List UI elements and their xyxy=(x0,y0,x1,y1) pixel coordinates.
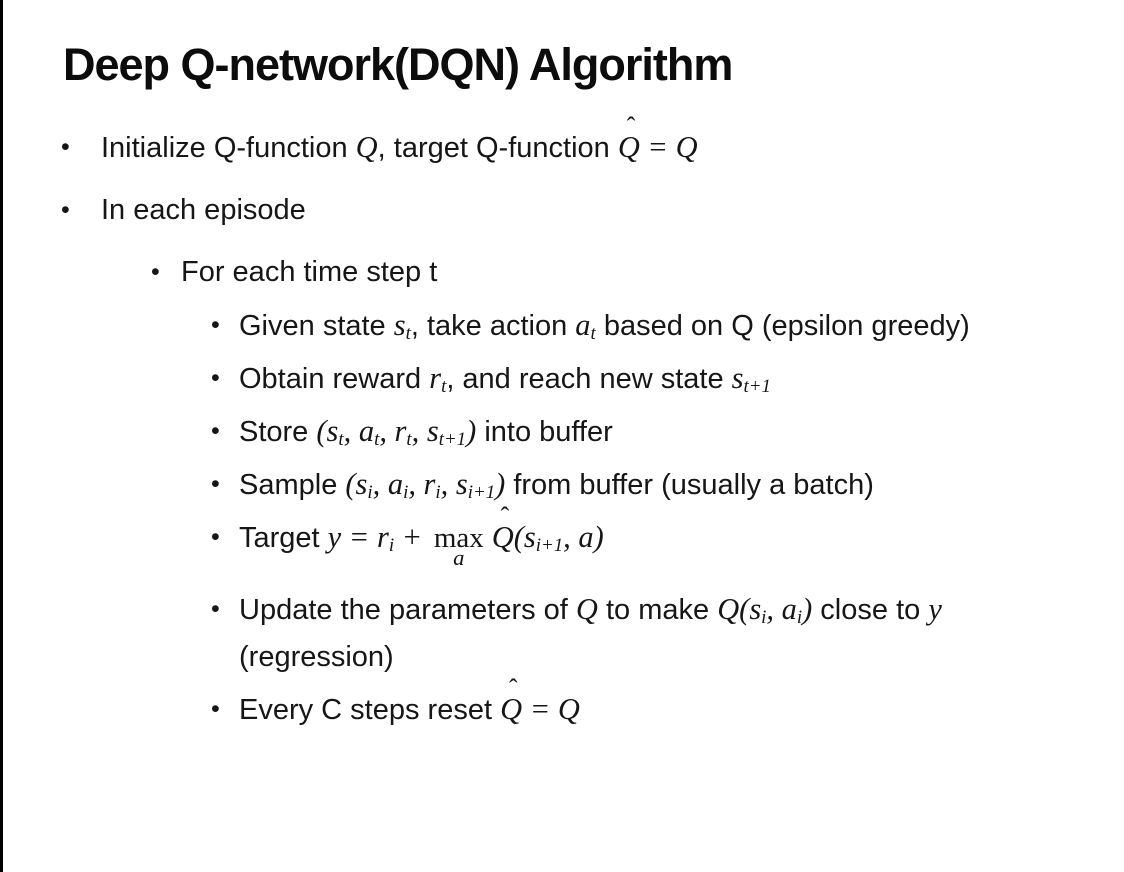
bullet-marker-icon: • xyxy=(211,417,220,446)
math-var-subscript: ri xyxy=(376,520,395,557)
bullet-marker-icon: • xyxy=(211,311,220,340)
math-var-subscript: rt xyxy=(394,414,412,451)
bullet-item: • Initialize Q-function Q, target Q-funct… xyxy=(3,112,1124,172)
bullet-item: • Obtain reward rt, and reach new state s… xyxy=(3,355,1124,403)
math-segment: = Q xyxy=(522,692,580,727)
bullet-text: Store (st, at, rt, st+1) into buffer xyxy=(239,408,613,456)
bullet-item: • Store (st, at, rt, st+1) into buffer xyxy=(3,408,1124,456)
math-segment: = Q xyxy=(639,130,698,165)
hat-accent: ˆ xyxy=(508,674,518,704)
math-segment: , xyxy=(766,592,782,627)
bullet-marker-icon: • xyxy=(211,523,220,552)
math-segment: , a) xyxy=(563,520,604,555)
math-segment: ) xyxy=(466,414,477,449)
bullet-marker-icon: • xyxy=(211,364,220,393)
bullet-item: • Given state st, take action at based on… xyxy=(3,302,1124,350)
math-segment: , xyxy=(343,414,359,449)
text-segment: Obtain reward xyxy=(239,363,430,396)
math-var-subscript: st+1 xyxy=(426,414,467,451)
math-var-subscript: ai xyxy=(781,592,803,629)
max-operator-subscript: a xyxy=(453,545,465,571)
bullet-text: Obtain reward rt, and reach new state st… xyxy=(239,355,771,403)
math-var-subscript: si xyxy=(355,467,373,504)
hat-accent: ˆ xyxy=(500,502,510,532)
bullet-item: • Update the parameters of Q to make Q(si… xyxy=(3,586,1124,681)
text-segment: Initialize Q-function xyxy=(101,132,356,165)
math-var-subscript: st+1 xyxy=(731,361,771,398)
text-segment: Update the parameters of xyxy=(239,594,576,627)
math-var-subscript: at xyxy=(358,414,380,451)
bullet-list: •Initialize Q-function Q, target Q-funct… xyxy=(3,112,1124,734)
bullet-marker-icon: • xyxy=(151,258,160,287)
bullet-marker-icon: • xyxy=(61,133,70,162)
text-segment: to make xyxy=(597,594,718,627)
math-var-subscript: st xyxy=(326,414,344,451)
math-var-subscript: si+1 xyxy=(455,467,496,504)
math-var-subscript: rt xyxy=(429,361,447,398)
text-segment: (regression) xyxy=(239,641,394,674)
math-segment: , xyxy=(411,414,427,449)
bullet-item: • Sample (si, ai, ri, si+1) from buffer (… xyxy=(3,461,1124,509)
math-segment: Q xyxy=(355,130,378,165)
hat-accent: ˆ xyxy=(626,112,636,142)
math-segment: , xyxy=(379,414,395,449)
math-segment: , xyxy=(372,467,388,502)
math-segment: Q xyxy=(575,592,598,627)
math-var-subscript: ai xyxy=(387,467,409,504)
text-segment: Every C steps reset xyxy=(239,694,501,727)
bullet-text: Sample (si, ai, ri, si+1) from buffer (u… xyxy=(239,461,874,509)
math-segment: ) xyxy=(802,592,813,627)
math-segment: ( xyxy=(316,414,327,449)
bullet-marker-icon: • xyxy=(61,196,70,225)
math-segment: y = xyxy=(327,520,377,555)
bullet-text: Initialize Q-function Q, target Q-functi… xyxy=(101,112,698,172)
text-segment: close to xyxy=(812,594,929,627)
bullet-text: In each episode xyxy=(101,187,306,234)
math-segment: Q( xyxy=(717,592,750,627)
bullet-text: For each time step t xyxy=(181,249,437,296)
math-segment: ( xyxy=(345,467,356,502)
text-segment: , target Q-function xyxy=(377,132,618,165)
math-segment: , xyxy=(408,467,424,502)
bullet-marker-icon: • xyxy=(211,595,220,624)
bullet-text: Given state st, take action at based on … xyxy=(239,302,970,350)
text-segment: based on Q (epsilon greedy) xyxy=(595,310,970,343)
bullet-item: • In each episode xyxy=(3,187,1124,234)
text-segment: , and reach new state xyxy=(446,363,732,396)
bullet-item: • For each time step t xyxy=(3,249,1124,296)
math-var-subscript: ri xyxy=(423,467,441,504)
text-segment: In each episode xyxy=(101,194,306,227)
slide-title: Deep Q-network(DQN) Algorithm xyxy=(63,39,733,90)
math-segment: ) xyxy=(495,467,506,502)
text-segment: For each time step t xyxy=(181,256,438,289)
bullet-marker-icon: • xyxy=(211,695,220,724)
math-segment: , xyxy=(440,467,456,502)
math-segment: ( xyxy=(513,520,524,555)
math-var-subscript: si xyxy=(749,592,767,629)
bullet-marker-icon: • xyxy=(211,470,220,499)
text-segment: Target xyxy=(239,522,328,555)
text-segment: into buffer xyxy=(476,416,613,449)
text-segment: Given state xyxy=(239,310,394,343)
text-segment: , take action xyxy=(410,310,576,343)
bullet-text: Update the parameters of Q to make Q(si,… xyxy=(239,586,1039,681)
text-segment: Store xyxy=(239,416,317,449)
math-segment: y xyxy=(928,592,942,627)
math-segment: + xyxy=(394,520,430,555)
math-var-subscript: at xyxy=(575,308,596,345)
text-segment: Sample xyxy=(239,469,346,502)
math-var-subscript: si+1 xyxy=(523,520,564,557)
math-var-subscript: st xyxy=(393,308,411,345)
text-segment: from buffer (usually a batch) xyxy=(505,469,874,502)
max-operator-word: max xyxy=(433,522,484,555)
